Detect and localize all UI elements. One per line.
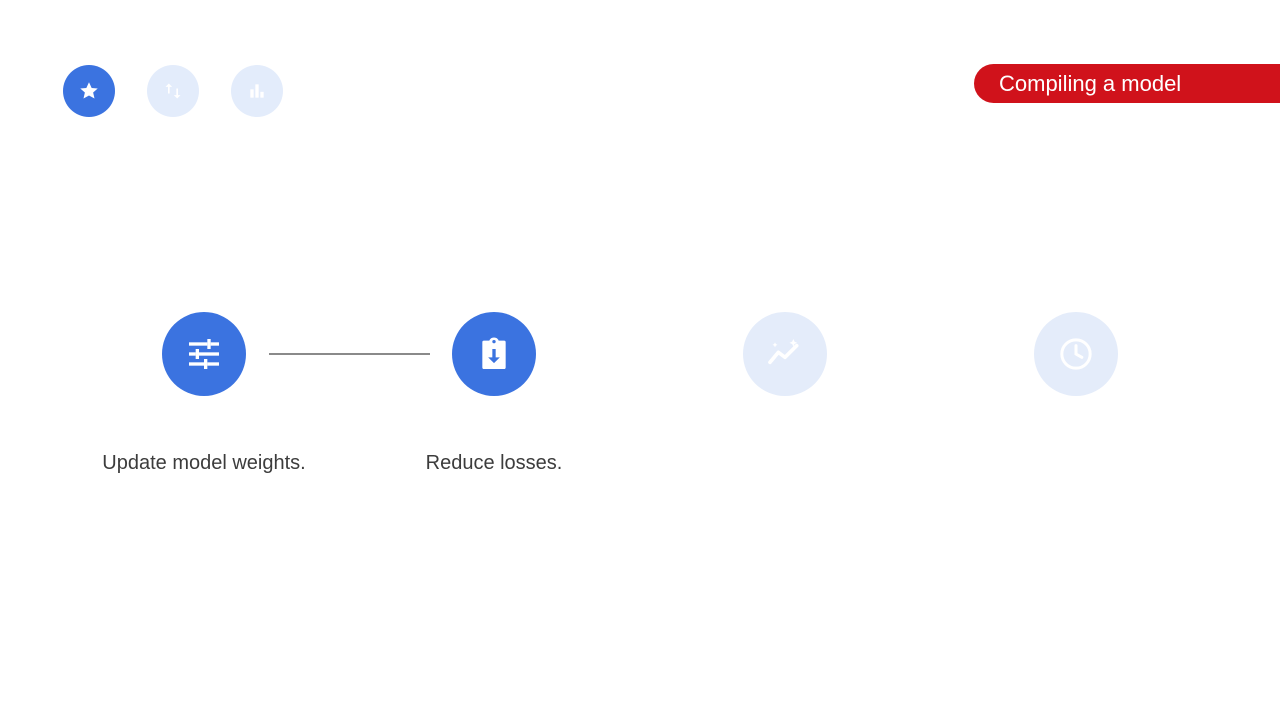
step-label-update-weights: Update model weights. [102, 452, 306, 474]
step-update-weights [162, 312, 246, 396]
step-connector [269, 353, 430, 355]
nav-chart-button[interactable] [231, 65, 283, 117]
step-label-reduce-losses: Reduce losses. [425, 452, 563, 474]
star-icon [80, 82, 98, 99]
step-clock [1034, 312, 1118, 396]
page-title: Compiling a model [999, 70, 1182, 96]
title-badge: Compiling a model [974, 64, 1280, 103]
nav-swap-button[interactable] [147, 65, 199, 117]
trending-sparkle-icon [768, 339, 799, 365]
nav-star-button[interactable] [63, 65, 115, 117]
step-trending [743, 312, 827, 396]
clock-icon [1060, 338, 1092, 370]
bar-chart-icon [250, 84, 264, 98]
clipboard-download-icon [482, 337, 506, 369]
step-reduce-losses [452, 312, 536, 396]
tune-sliders-icon [189, 339, 219, 369]
swap-vertical-icon [165, 83, 181, 99]
